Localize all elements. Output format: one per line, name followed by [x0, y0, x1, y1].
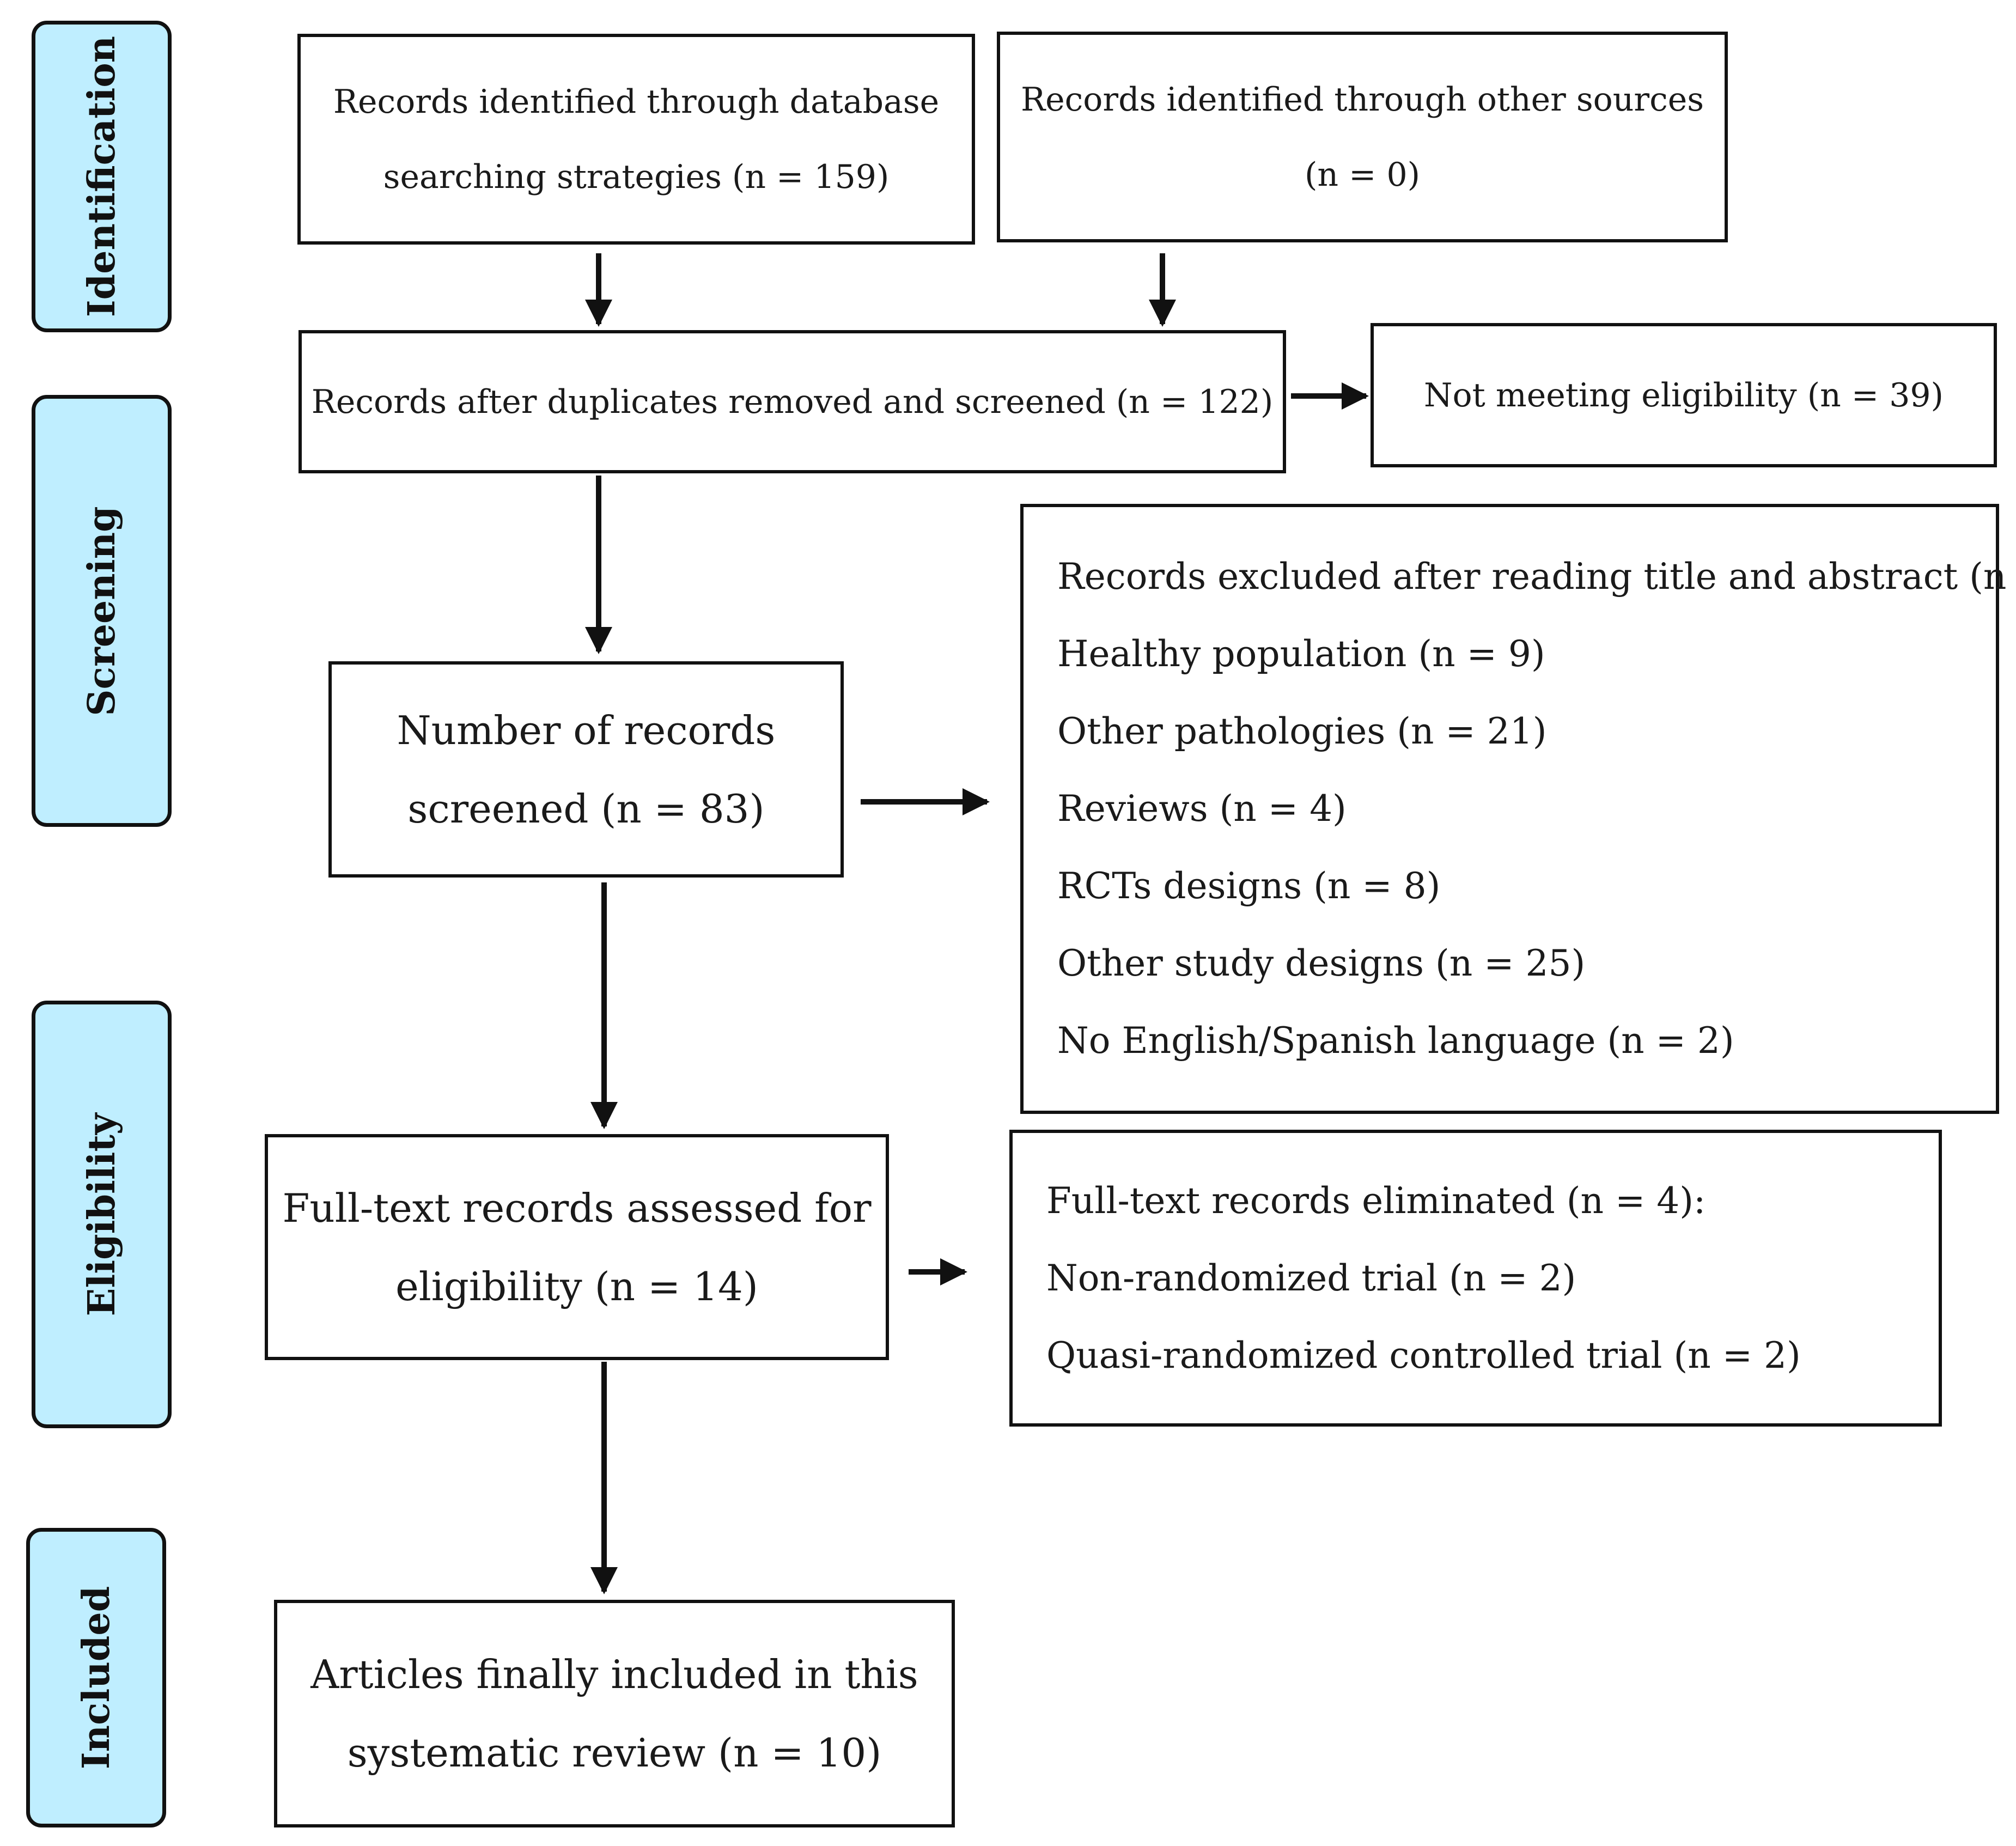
- other-sources-line1: Records identified through other sources: [1020, 80, 1704, 119]
- full-text-assessed-box: Full-text records assessed for eligibili…: [265, 1134, 889, 1360]
- records-screened-line2: screened (n = 83): [407, 785, 765, 832]
- eliminated-item-non-randomized: Non-randomized trial (n = 2): [1046, 1257, 1576, 1299]
- not-meeting-eligibility-box: Not meeting eligibility (n = 39): [1371, 323, 1997, 467]
- excluded-item-other-study-designs: Other study designs (n = 25): [1057, 942, 1586, 984]
- excluded-item-language: No English/Spanish language (n = 2): [1057, 1020, 1734, 1062]
- excluded-item-reviews: Reviews (n = 4): [1057, 788, 1347, 830]
- excluded-records-box: Records excluded after reading title and…: [1020, 504, 2016, 1114]
- final-included-line1: Articles finally included in this: [310, 1652, 918, 1697]
- after-duplicates-box: Records after duplicates removed and scr…: [299, 330, 1286, 473]
- database-records-line1: Records identified through database: [333, 82, 940, 121]
- excluded-item-other-pathologies: Other pathologies (n = 21): [1057, 710, 1547, 752]
- stage-identification: Identification: [32, 21, 172, 332]
- full-text-eliminated-header: Full-text records eliminated (n = 4):: [1046, 1179, 1706, 1222]
- full-text-eliminated-box: Full-text records eliminated (n = 4): No…: [1009, 1130, 1942, 1427]
- after-duplicates-text: Records after duplicates removed and scr…: [311, 382, 1274, 421]
- excluded-records-header: Records excluded after reading title and…: [1057, 556, 2016, 598]
- database-records-line2: searching strategies (n = 159): [383, 157, 890, 196]
- stage-included: Included: [26, 1528, 166, 1827]
- records-screened-line1: Number of records: [397, 707, 776, 753]
- stage-eligibility: Eligibility: [32, 1001, 172, 1428]
- full-text-assessed-line1: Full-text records assessed for: [282, 1185, 872, 1231]
- not-meeting-eligibility-text: Not meeting eligibility (n = 39): [1424, 376, 1944, 415]
- database-records-box: Records identified through database sear…: [297, 34, 975, 245]
- other-sources-line2: (n = 0): [1304, 155, 1421, 194]
- excluded-item-rcts-designs: RCTs designs (n = 8): [1057, 865, 1441, 907]
- eliminated-item-quasi-randomized: Quasi-randomized controlled trial (n = 2…: [1046, 1334, 1801, 1376]
- stage-screening: Screening: [32, 395, 172, 827]
- full-text-assessed-line2: eligibility (n = 14): [395, 1263, 758, 1309]
- final-included-box: Articles finally included in this system…: [274, 1600, 955, 1827]
- records-screened-box: Number of records screened (n = 83): [328, 661, 844, 878]
- other-sources-box: Records identified through other sources…: [997, 32, 1728, 242]
- excluded-item-healthy-population: Healthy population (n = 9): [1057, 633, 1545, 675]
- final-included-line2: systematic review (n = 10): [347, 1730, 882, 1776]
